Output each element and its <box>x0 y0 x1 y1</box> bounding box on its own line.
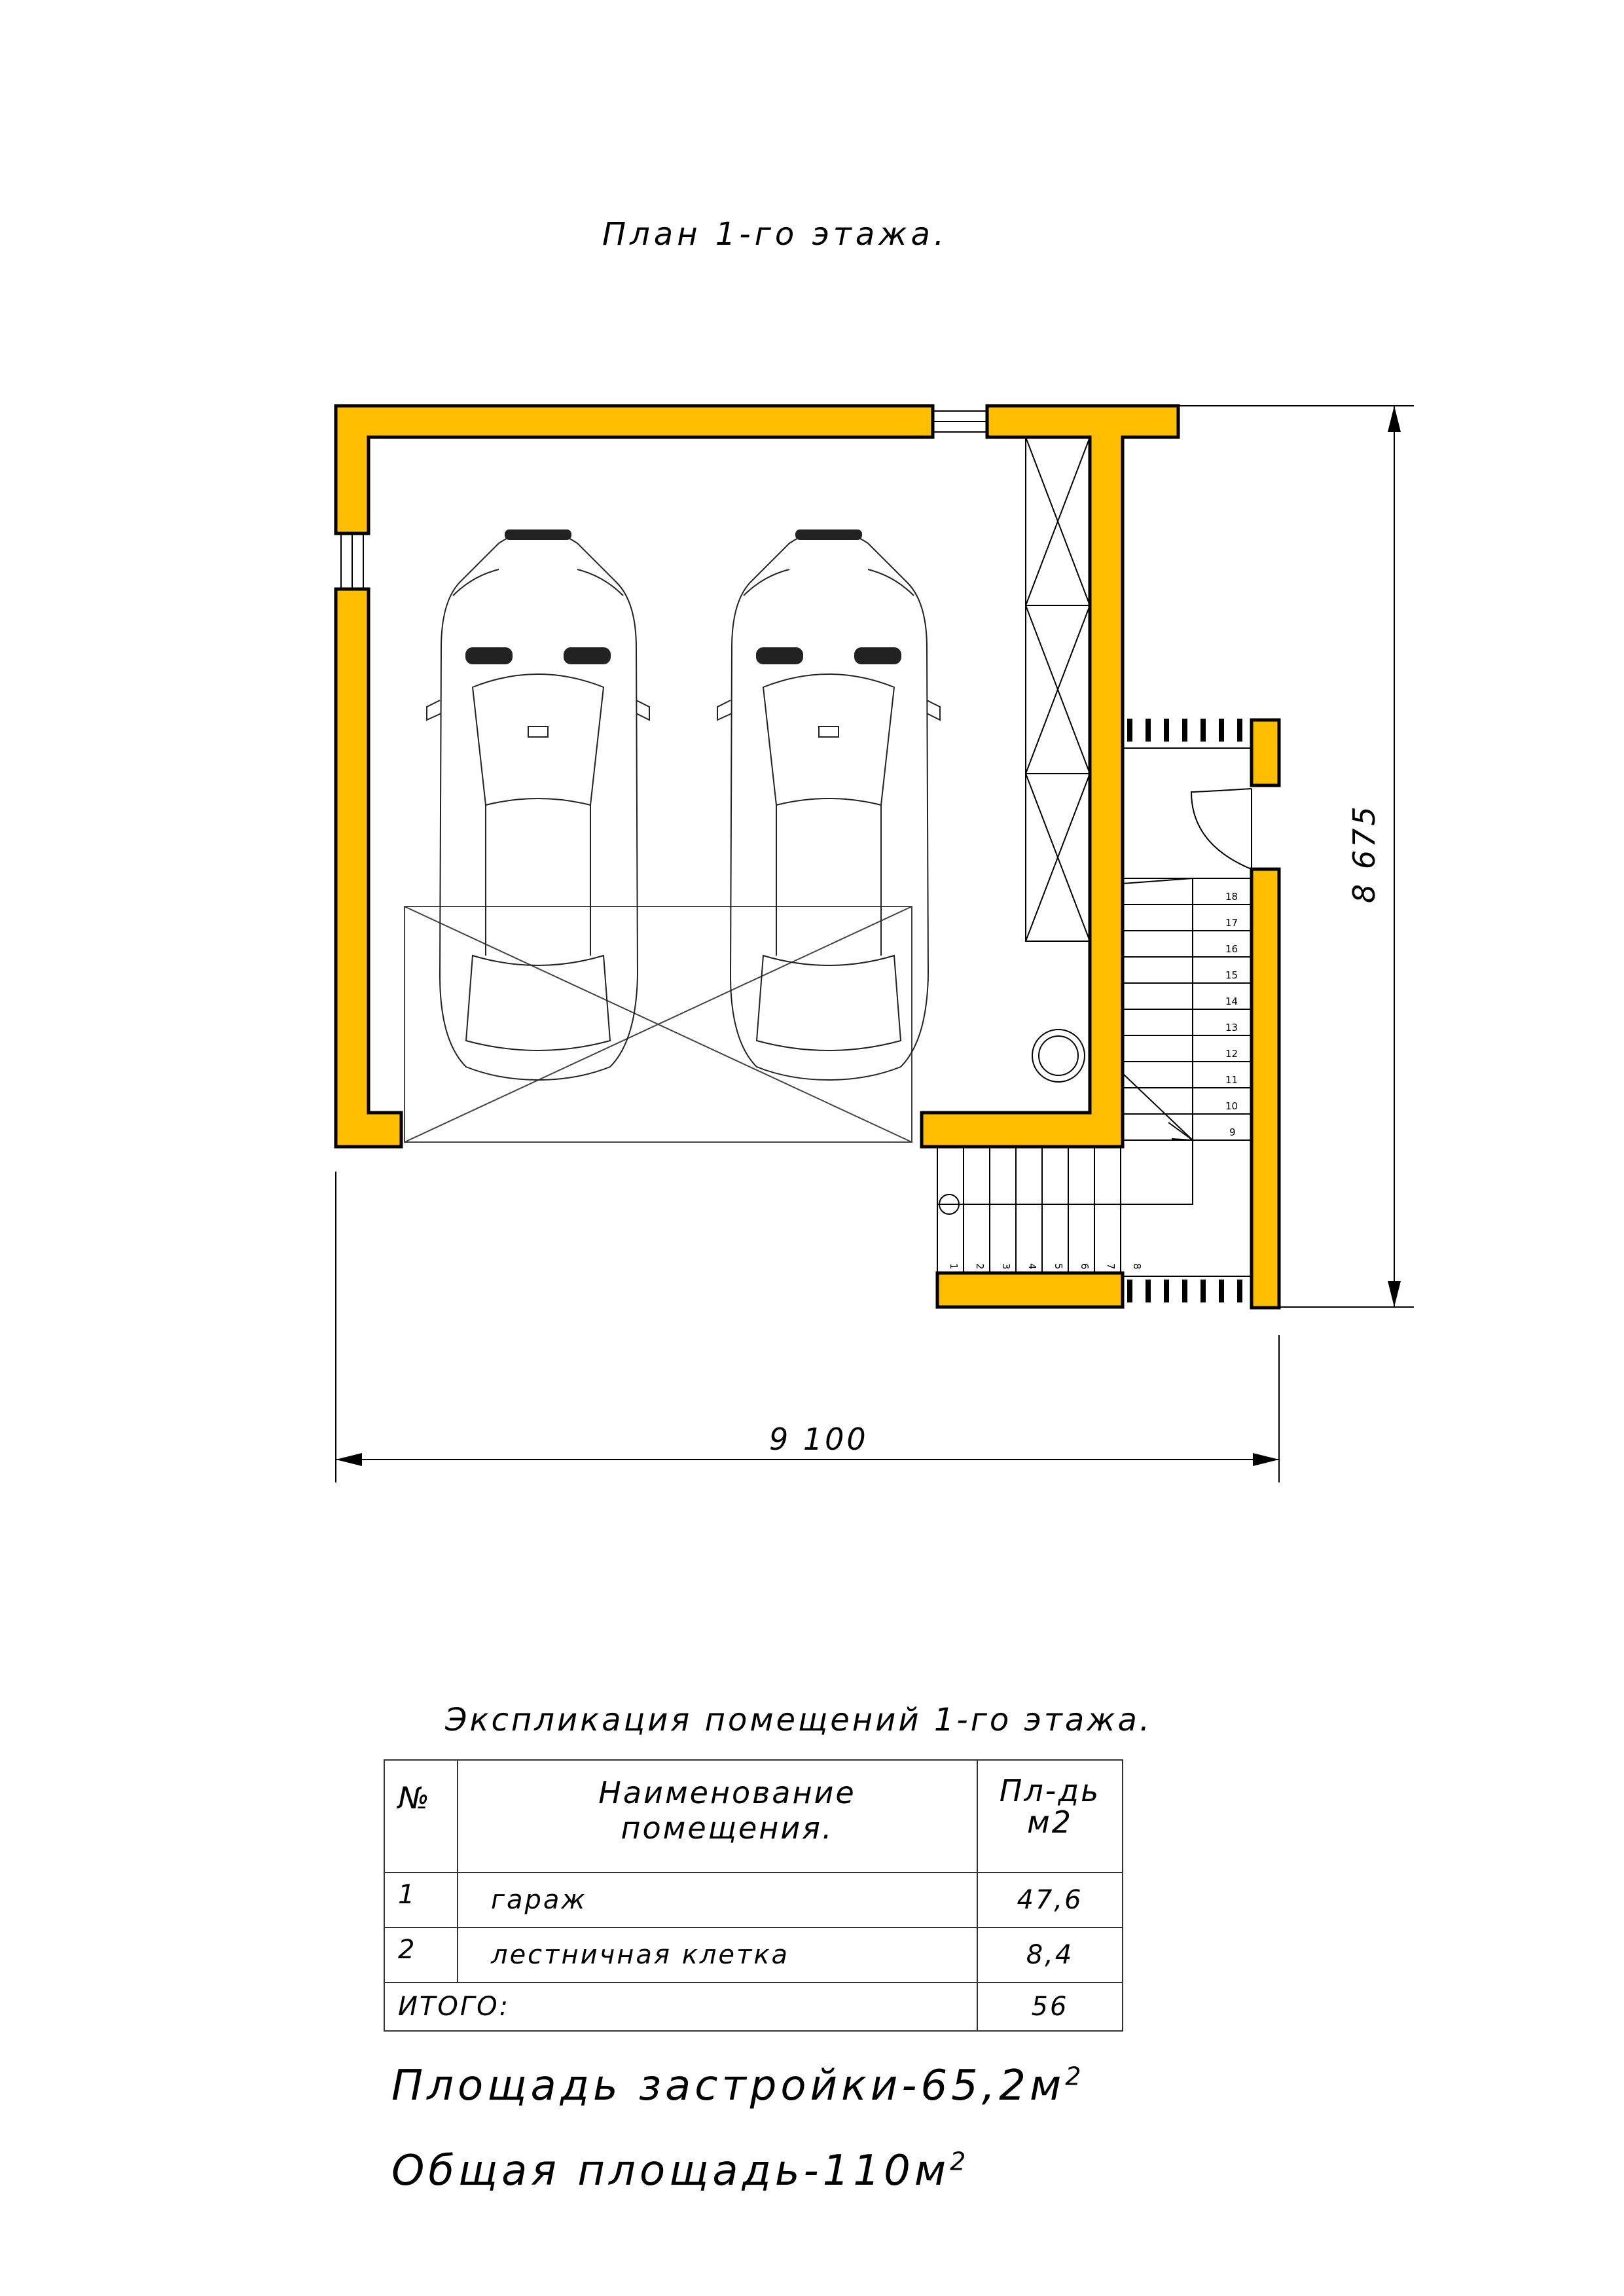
explication-title: Экспликация помещений 1-го этажа. <box>445 1702 1153 1738</box>
svg-text:11: 11 <box>1225 1074 1238 1086</box>
row-name: лестничная клетка <box>457 1927 978 1983</box>
header-area-line2: м2 <box>1027 1804 1073 1840</box>
svg-text:4: 4 <box>1026 1263 1038 1270</box>
car-left <box>426 529 650 1081</box>
svg-text:8: 8 <box>1131 1263 1143 1270</box>
wall-stair-right <box>1250 867 1281 1310</box>
build-area-sup: 2 <box>1065 2062 1085 2091</box>
svg-text:2: 2 <box>974 1263 986 1270</box>
dim-height-label: 8 675 <box>1346 804 1382 903</box>
wall-left-lower <box>334 587 403 1149</box>
svg-text:13: 13 <box>1225 1022 1238 1033</box>
total-area-sup: 2 <box>950 2147 970 2176</box>
row-area: 8,4 <box>977 1927 1123 1983</box>
svg-text:18: 18 <box>1225 891 1238 903</box>
svg-text:9: 9 <box>1229 1126 1236 1138</box>
dim-width-label: 9 100 <box>769 1422 869 1457</box>
row-num: 2 <box>384 1927 458 1983</box>
svg-text:16: 16 <box>1225 943 1238 955</box>
svg-text:5: 5 <box>1053 1263 1064 1270</box>
stair-upper <box>937 878 1252 1205</box>
total-area-summary: Общая площадь-110м2 <box>391 2147 969 2195</box>
svg-text:12: 12 <box>1225 1048 1238 1060</box>
svg-text:3: 3 <box>1000 1263 1012 1270</box>
wall-stair-top-stub <box>1250 718 1281 787</box>
svg-text:14: 14 <box>1225 996 1238 1007</box>
door <box>1190 788 1252 870</box>
header-num: № <box>384 1759 458 1873</box>
shaft <box>1024 437 1091 1083</box>
wall-top-left <box>334 404 935 535</box>
table-row: 1 гараж 47,6 <box>384 1872 1123 1928</box>
svg-text:10: 10 <box>1225 1100 1238 1112</box>
build-area-summary: Площадь застройки-65,2м2 <box>391 2062 1085 2110</box>
svg-text:6: 6 <box>1079 1263 1091 1270</box>
svg-text:1: 1 <box>948 1263 960 1270</box>
total-area-label: Общая площадь-110м <box>391 2147 950 2195</box>
total-label: ИТОГО: <box>384 1982 978 2032</box>
table-row: 2 лестничная клетка 8,4 <box>384 1927 1123 1983</box>
table-total-row: ИТОГО: 56 <box>384 1982 1123 2032</box>
svg-text:7: 7 <box>1105 1263 1117 1270</box>
header-area-line1: Пл-дь <box>999 1773 1101 1808</box>
floor-plan: 18 17 16 15 14 13 12 11 10 9 1 2 3 4 5 6… <box>334 404 1414 1482</box>
row-name: гараж <box>457 1872 978 1928</box>
garage-door-projection <box>404 906 912 1143</box>
row-num: 1 <box>384 1872 458 1928</box>
svg-text:15: 15 <box>1225 969 1238 981</box>
windows <box>340 410 988 590</box>
dimensions <box>335 405 1414 1482</box>
car-right <box>717 529 941 1081</box>
stair-lower-labels: 1 2 3 4 5 6 7 8 <box>948 1263 1143 1270</box>
header-name: Наименование помещения. <box>457 1759 978 1873</box>
railing <box>1127 719 1242 1302</box>
walls <box>334 404 1281 1310</box>
total-value: 56 <box>977 1982 1123 2032</box>
plan-title: План 1-го этажа. <box>602 216 948 253</box>
wall-stair-bottom <box>935 1271 1125 1309</box>
build-area-label: Площадь застройки-65,2м <box>391 2062 1066 2110</box>
stair-lower <box>937 1147 1121 1273</box>
svg-text:17: 17 <box>1225 917 1238 929</box>
row-area: 47,6 <box>977 1872 1123 1928</box>
stair-upper-labels: 18 17 16 15 14 13 12 11 10 9 <box>1225 891 1238 1138</box>
